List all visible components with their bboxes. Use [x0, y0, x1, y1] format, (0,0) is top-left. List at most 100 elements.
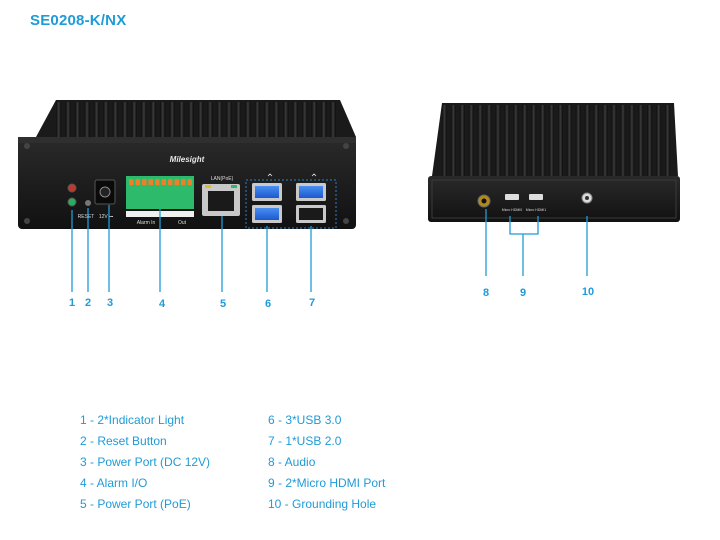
callout-2: 2	[85, 297, 91, 309]
terminal-pin	[161, 179, 166, 185]
heatsink-fin	[198, 102, 204, 138]
heatsink-fin	[549, 105, 554, 176]
heatsink-fin	[584, 105, 590, 176]
dc-label: 12V ⎓	[99, 214, 113, 220]
heatsink-fin	[540, 105, 546, 176]
hdmi1-label: Micro HDMI1	[526, 208, 546, 212]
heatsink-fin	[656, 105, 662, 176]
front-heatsink	[36, 100, 356, 138]
heatsink-fin	[638, 105, 644, 176]
page-title: SE0208-K/NX	[30, 12, 127, 29]
indicator-light-red	[67, 183, 77, 193]
screw-icon	[24, 143, 30, 149]
brand-logo: Milesight	[170, 155, 205, 164]
heatsink-fin	[513, 105, 519, 176]
legend-item: 10 - Grounding Hole	[268, 497, 377, 511]
heatsink-fin	[273, 102, 279, 138]
terminal-pin	[168, 179, 173, 185]
heatsink-fin	[330, 102, 336, 138]
heatsink-fin	[169, 102, 175, 138]
lan-poe-port	[202, 184, 240, 216]
heatsink-fin	[131, 102, 137, 138]
terminal-pin	[181, 179, 186, 185]
heatsink-fin	[522, 105, 528, 176]
heatsink-fin	[602, 105, 608, 176]
heatsink-fin	[611, 105, 617, 176]
terminal-pin	[148, 179, 153, 185]
heatsink-fin	[647, 105, 653, 176]
legend-item: 8 - Audio	[268, 455, 316, 469]
usb-symbol-icon	[267, 173, 317, 177]
heatsink-fin	[93, 102, 100, 138]
heatsink-fin	[122, 102, 128, 138]
reset-button[interactable]	[85, 200, 91, 206]
callout-5: 5	[220, 298, 226, 310]
heatsink-fin	[321, 102, 327, 138]
legend-item: 6 - 3*USB 3.0	[268, 413, 342, 427]
legend-item: 3 - Power Port (DC 12V)	[80, 455, 211, 469]
reset-label: RESET	[78, 214, 95, 220]
legend-item: 9 - 2*Micro HDMI Port	[268, 476, 386, 490]
terminal-pin	[129, 179, 134, 185]
heatsink-fin	[459, 105, 465, 176]
usb3-port	[252, 183, 282, 201]
legend-right: 6 - 3*USB 3.0 7 - 1*USB 2.0 8 - Audio 9 …	[268, 410, 385, 515]
heatsink-fin	[264, 102, 270, 138]
legend-item: 5 - Power Port (PoE)	[80, 497, 191, 511]
callout-8: 8	[483, 287, 489, 299]
heatsink-fin	[593, 105, 599, 176]
callout-7: 7	[309, 297, 315, 309]
screw-icon	[343, 143, 349, 149]
callouts: 1 2 3 4 5 6 7 8 9 10	[69, 286, 594, 310]
heatsink-fin	[665, 105, 670, 176]
heatsink-fin	[207, 102, 213, 138]
heatsink-fin	[629, 105, 635, 176]
heatsink-fin	[504, 105, 510, 176]
heatsink-fin	[302, 102, 308, 138]
usb-group-outline	[245, 179, 337, 229]
heatsink-fin	[450, 105, 456, 176]
heatsink-fin	[531, 105, 537, 176]
usb3-port	[252, 205, 282, 223]
alarm-in-label: Alarm In	[137, 220, 156, 226]
heatsink-fin	[150, 102, 156, 138]
heatsink-fin	[292, 102, 298, 138]
callout-10: 10	[582, 286, 594, 298]
heatsink-fin	[179, 102, 185, 138]
heatsink-fin	[468, 105, 474, 176]
callout-3: 3	[107, 297, 113, 309]
heatsink-fin	[56, 102, 62, 138]
callout-4: 4	[159, 298, 166, 310]
usb3-port	[296, 183, 326, 201]
screw-icon	[24, 218, 30, 224]
callout-9: 9	[520, 287, 526, 299]
usb2-port	[296, 205, 326, 223]
back-view: Micro HDMI0 Micro HDMI1	[428, 103, 680, 222]
heatsink-fin	[141, 102, 147, 138]
terminal-pin	[142, 179, 147, 185]
alarm-out-label: Out	[178, 220, 187, 226]
terminal-pin	[187, 179, 192, 185]
heatsink-fin	[84, 102, 90, 138]
legend-item: 2 - Reset Button	[80, 434, 167, 448]
heatsink-fin	[245, 102, 251, 138]
legend-item: 7 - 1*USB 2.0	[268, 434, 342, 448]
legend-item: 4 - Alarm I/O	[80, 476, 148, 490]
heatsink-fin	[160, 102, 166, 138]
heatsink-fin	[235, 102, 242, 138]
heatsink-fin	[283, 102, 289, 138]
micro-hdmi-port	[529, 194, 543, 200]
heatsink-fin	[486, 105, 492, 176]
back-leader-lines	[485, 209, 588, 276]
heatsink-fin	[103, 102, 109, 138]
heatsink-fin	[495, 105, 501, 176]
legend-left: 1 - 2*Indicator Light 2 - Reset Button 3…	[80, 410, 210, 515]
heatsink-fin	[226, 102, 232, 138]
lan-label: LAN(PoE)	[211, 176, 234, 182]
heatsink-fin	[216, 102, 223, 138]
heatsink-fin	[477, 105, 483, 176]
terminal-pin	[174, 179, 179, 185]
legend-item: 1 - 2*Indicator Light	[80, 413, 185, 427]
terminal-pin	[135, 179, 140, 185]
